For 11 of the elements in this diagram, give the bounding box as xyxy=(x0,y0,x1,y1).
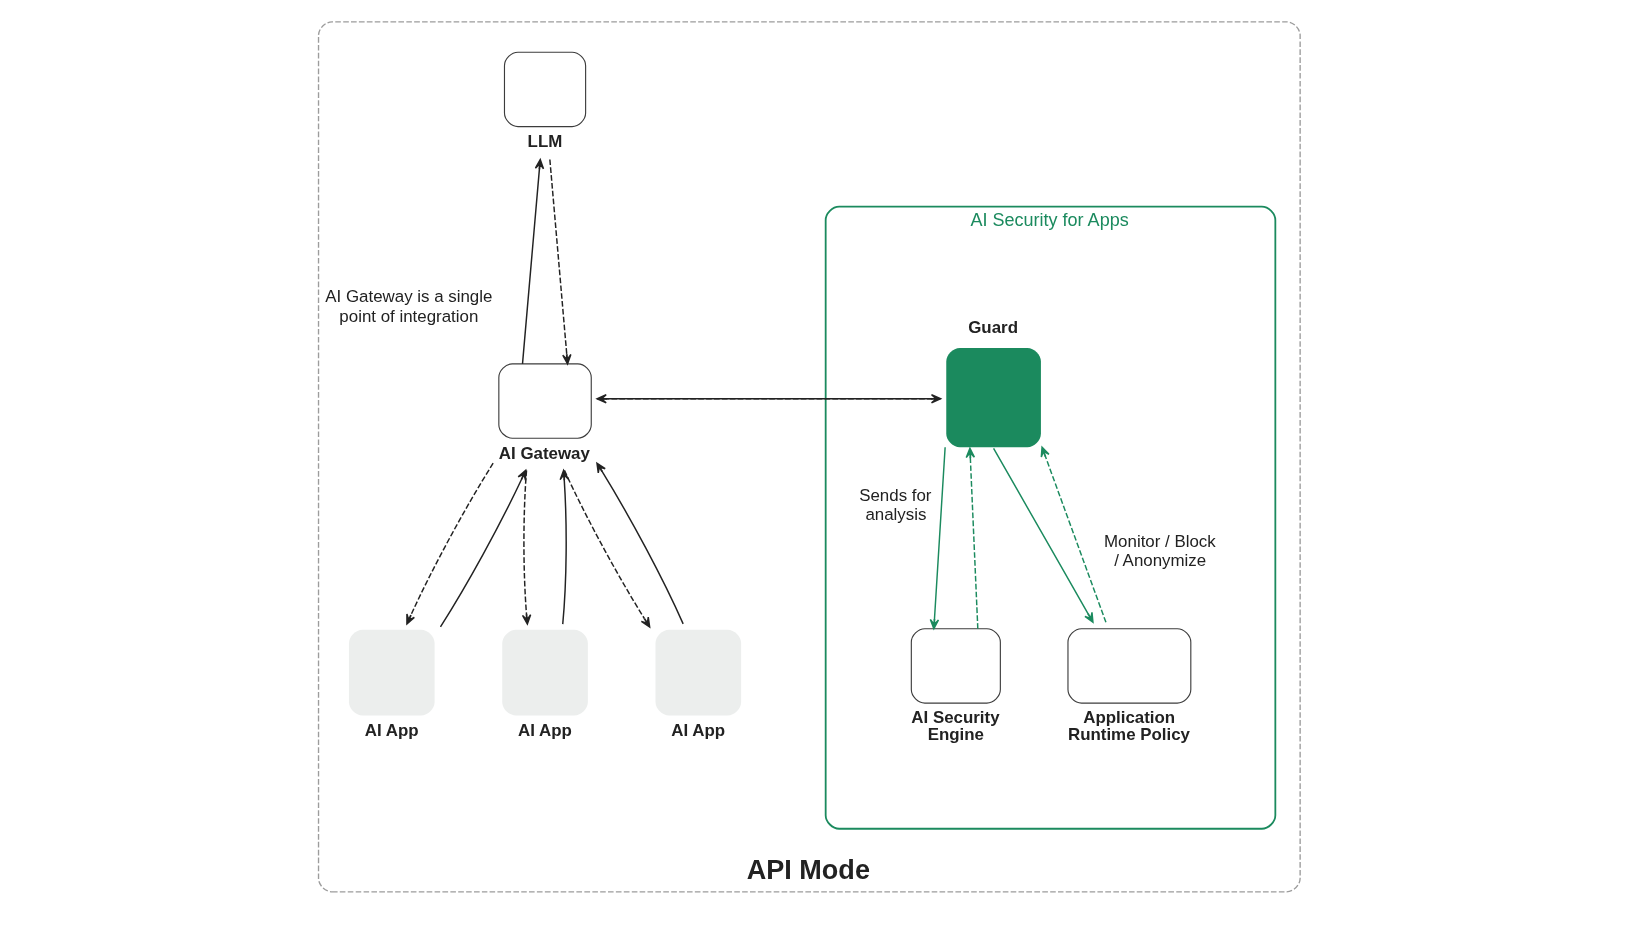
node-label: Guard xyxy=(967,318,1018,338)
node-label: AI App xyxy=(364,720,419,740)
edge-label: Sends for analysis xyxy=(858,485,931,524)
node-label: AI Gateway is a single point of integration xyxy=(324,287,492,326)
node-label: AI App xyxy=(670,720,725,740)
node-label: AI App xyxy=(517,720,572,740)
edge-label: Monitor / Block / Anonymize xyxy=(1103,531,1216,571)
node-label: Application Runtime Policy xyxy=(1067,708,1190,745)
node-label: LLM xyxy=(527,131,562,151)
node-label: AI Security Engine xyxy=(910,708,1000,745)
node-label: AI Gateway xyxy=(498,443,590,463)
